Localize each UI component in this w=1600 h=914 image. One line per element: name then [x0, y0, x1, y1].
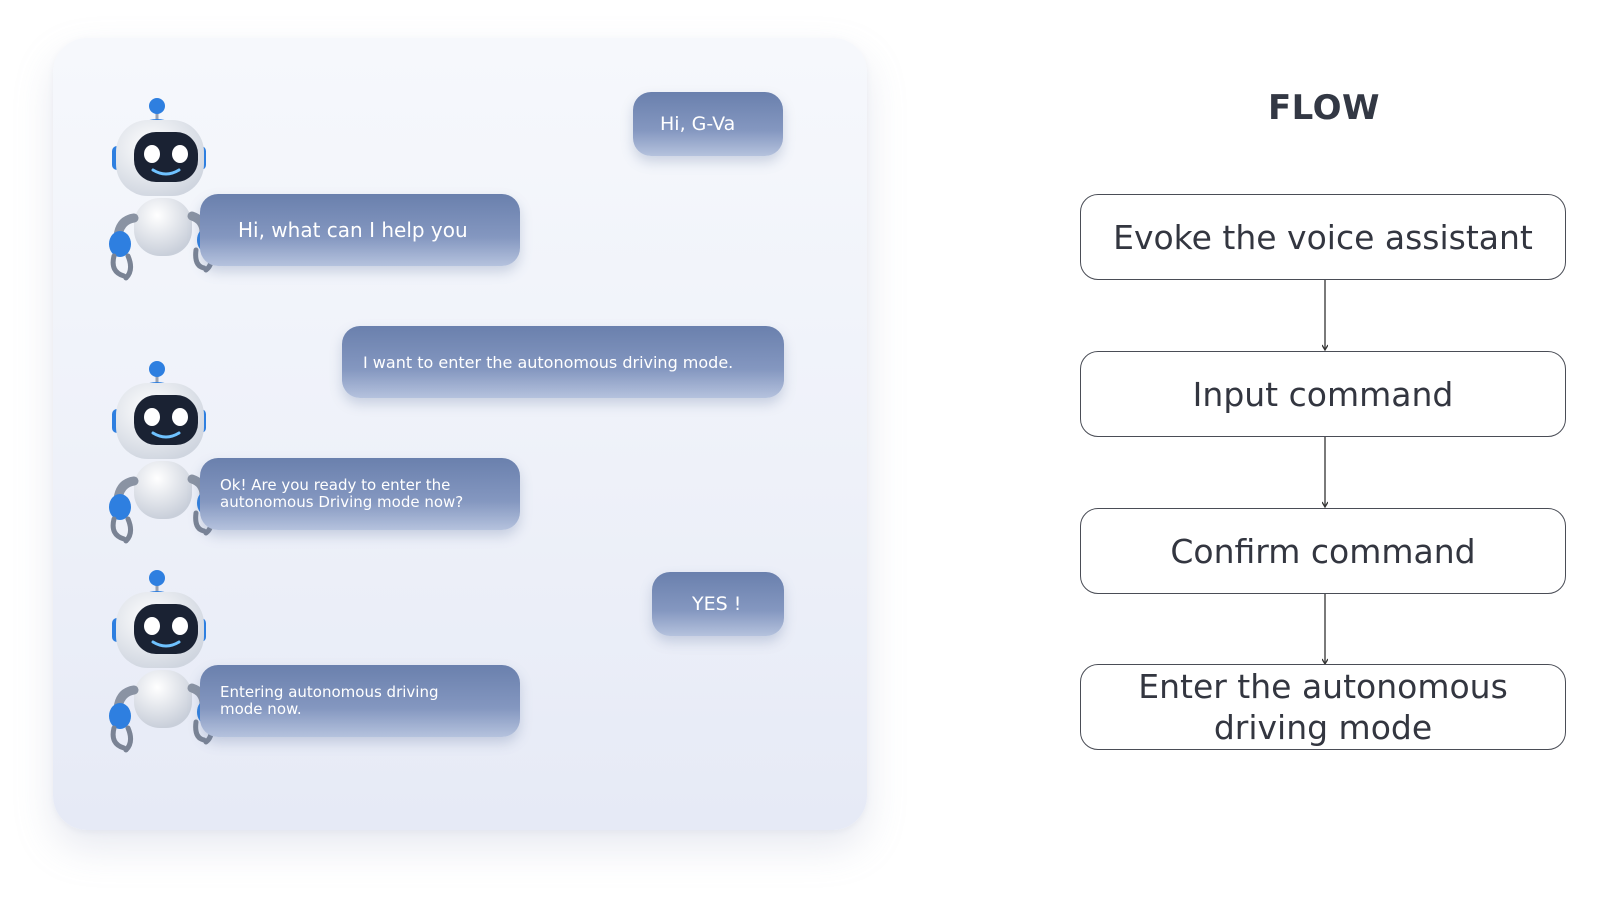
assistant-message-bubble: Ok! Are you ready to enter the autonomou…	[200, 458, 520, 530]
assistant-message-text: Ok! Are you ready to enter the autonomou…	[220, 476, 464, 511]
user-message-bubble: Hi, G-Va	[633, 92, 783, 156]
flow-step-label: Evoke the voice assistant	[1113, 217, 1533, 257]
user-message-text: YES !	[692, 593, 742, 615]
flow-step-enter-mode: Enter the autonomous driving mode	[1080, 664, 1566, 750]
flow-step-input: Input command	[1080, 351, 1566, 437]
assistant-message-bubble: Hi, what can I help you	[200, 194, 520, 266]
robot-icon	[104, 570, 216, 760]
flow-step-confirm: Confirm command	[1080, 508, 1566, 594]
flow-step-evoke: Evoke the voice assistant	[1080, 194, 1566, 280]
assistant-message-text: Entering autonomous driving mode now.	[220, 683, 439, 718]
arrow-down-icon	[1322, 594, 1328, 665]
arrow-down-icon	[1322, 437, 1328, 508]
user-message-bubble: I want to enter the autonomous driving m…	[342, 326, 784, 398]
user-message-text: I want to enter the autonomous driving m…	[363, 352, 734, 372]
user-message-text: Hi, G-Va	[660, 113, 736, 135]
flow-step-label: Enter the autonomous driving mode	[1138, 667, 1508, 747]
arrow-down-icon	[1322, 280, 1328, 351]
robot-icon	[104, 98, 216, 288]
chat-panel: Hi, G-Va	[53, 38, 867, 830]
flow-step-label: Input command	[1192, 374, 1454, 414]
flow-title: FLOW	[1267, 88, 1381, 128]
assistant-message-bubble: Entering autonomous driving mode now.	[200, 665, 520, 737]
assistant-message-text: Hi, what can I help you	[238, 218, 468, 242]
flow-step-label: Confirm command	[1170, 531, 1476, 571]
user-message-bubble: YES !	[652, 572, 784, 636]
robot-icon	[104, 361, 216, 551]
